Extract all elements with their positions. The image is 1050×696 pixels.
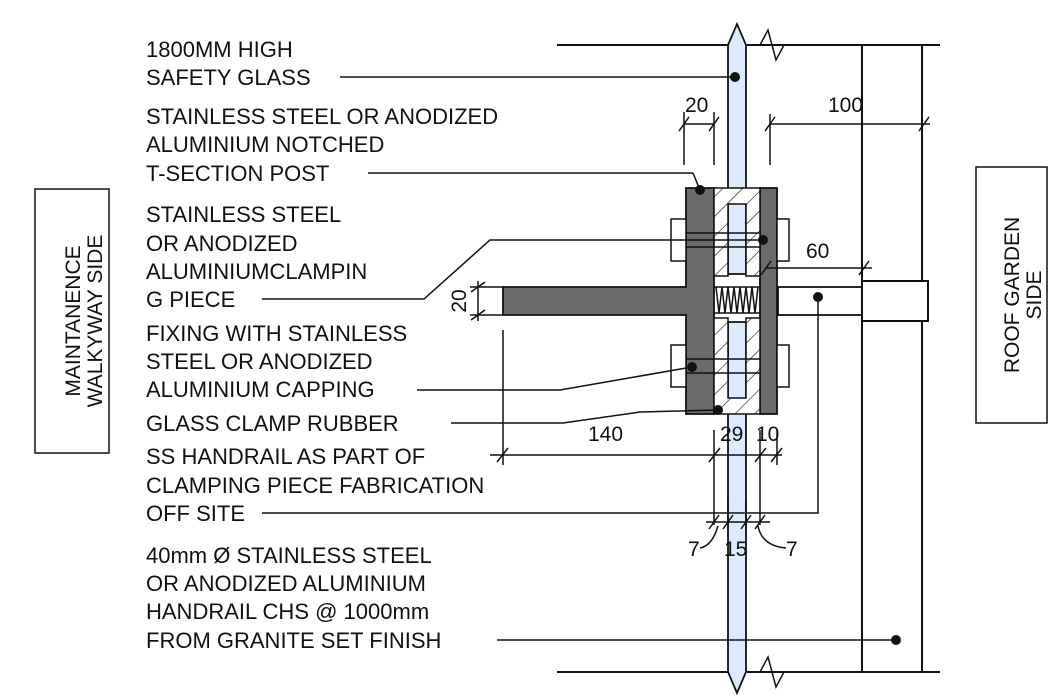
callout-post-line2: ALUMINIUM NOTCHED (146, 132, 384, 157)
callout-rubber-line1: GLASS CLAMP RUBBER (146, 411, 399, 436)
dim-right-mid: 60 (806, 240, 829, 263)
dim-bottom-mid: 29 (720, 423, 743, 446)
maintenance-side-label-line2: WALKYWAY SIDE (84, 235, 107, 408)
callout-post-line3: T-SECTION POST (146, 161, 329, 186)
roof-garden-side-label-line1: ROOF GARDEN (1001, 217, 1024, 373)
dim-bottom-right: 10 (756, 423, 779, 446)
right-structure (557, 27, 940, 690)
dim-top-right: 100 (828, 94, 863, 117)
callout-chs-handrail-line4: FROM GRANITE SET FINISH (146, 628, 441, 653)
dim-low-mid: 15 (724, 538, 747, 561)
handrail-chs (777, 280, 929, 322)
callout-glass: 1800MM HIGH SAFETY GLASS (146, 37, 311, 90)
callout-glass-line2: SAFETY GLASS (146, 65, 311, 90)
callout-clamp-line4: G PIECE (146, 287, 235, 312)
dimension-labels: 20 100 60 20 140 29 10 7 15 7 (448, 94, 863, 561)
roof-garden-side-box: ROOF GARDEN SIDE (975, 166, 1048, 424)
callout-clamp-line3: ALUMINIUMCLAMPIN (146, 259, 367, 284)
callout-post: STAINLESS STEEL OR ANODIZED ALUMINIUM NO… (146, 104, 498, 186)
dimension-lines (470, 112, 930, 549)
maintenance-side-label-line1: MAINTANENCE (62, 245, 85, 396)
callout-fixing: FIXING WITH STAINLESS STEEL OR ANODIZED … (146, 321, 407, 402)
callout-post-line1: STAINLESS STEEL OR ANODIZED (146, 104, 498, 129)
dim-low-right: 7 (786, 538, 798, 561)
callout-chs-handrail: 40mm Ø STAINLESS STEEL OR ANODIZED ALUMI… (146, 543, 441, 653)
callout-ss-handrail-line2: CLAMPING PIECE FABRICATION (146, 473, 484, 498)
dim-vertical: 20 (448, 289, 471, 312)
fixing-bolts (670, 218, 790, 388)
callout-clamp-line1: STAINLESS STEEL (146, 202, 341, 227)
glass-clamp-rubber (713, 187, 761, 415)
dim-top-gap: 20 (685, 94, 708, 117)
roof-garden-side-label-line2: SIDE (1023, 270, 1046, 319)
callout-fixing-line1: FIXING WITH STAINLESS (146, 321, 407, 346)
callout-clamp-line2: OR ANODIZED (146, 231, 298, 256)
callout-chs-handrail-line2: OR ANODIZED ALUMINIUM (146, 571, 426, 596)
callout-glass-line1: 1800MM HIGH (146, 37, 293, 62)
callout-fixing-line3: ALUMINIUM CAPPING (146, 377, 375, 402)
callout-clamp: STAINLESS STEEL OR ANODIZED ALUMINIUMCLA… (146, 202, 367, 312)
leader-lines (262, 76, 896, 641)
leader-dots (687, 72, 901, 645)
callout-rubber: GLASS CLAMP RUBBER (146, 411, 399, 436)
callout-ss-handrail-line3: OFF SITE (146, 501, 245, 526)
dim-low-left: 7 (688, 538, 700, 561)
callout-fixing-line2: STEEL OR ANODIZED (146, 349, 373, 374)
callout-ss-handrail: SS HANDRAIL AS PART OF CLAMPING PIECE FA… (146, 444, 484, 526)
maintenance-side-box: MAINTANENCE WALKYWAY SIDE (34, 188, 110, 454)
callout-chs-handrail-line3: HANDRAIL CHS @ 1000mm (146, 599, 429, 624)
callout-ss-handrail-line1: SS HANDRAIL AS PART OF (146, 444, 425, 469)
dim-bottom-left: 140 (588, 423, 623, 446)
callout-chs-handrail-line1: 40mm Ø STAINLESS STEEL (146, 543, 432, 568)
